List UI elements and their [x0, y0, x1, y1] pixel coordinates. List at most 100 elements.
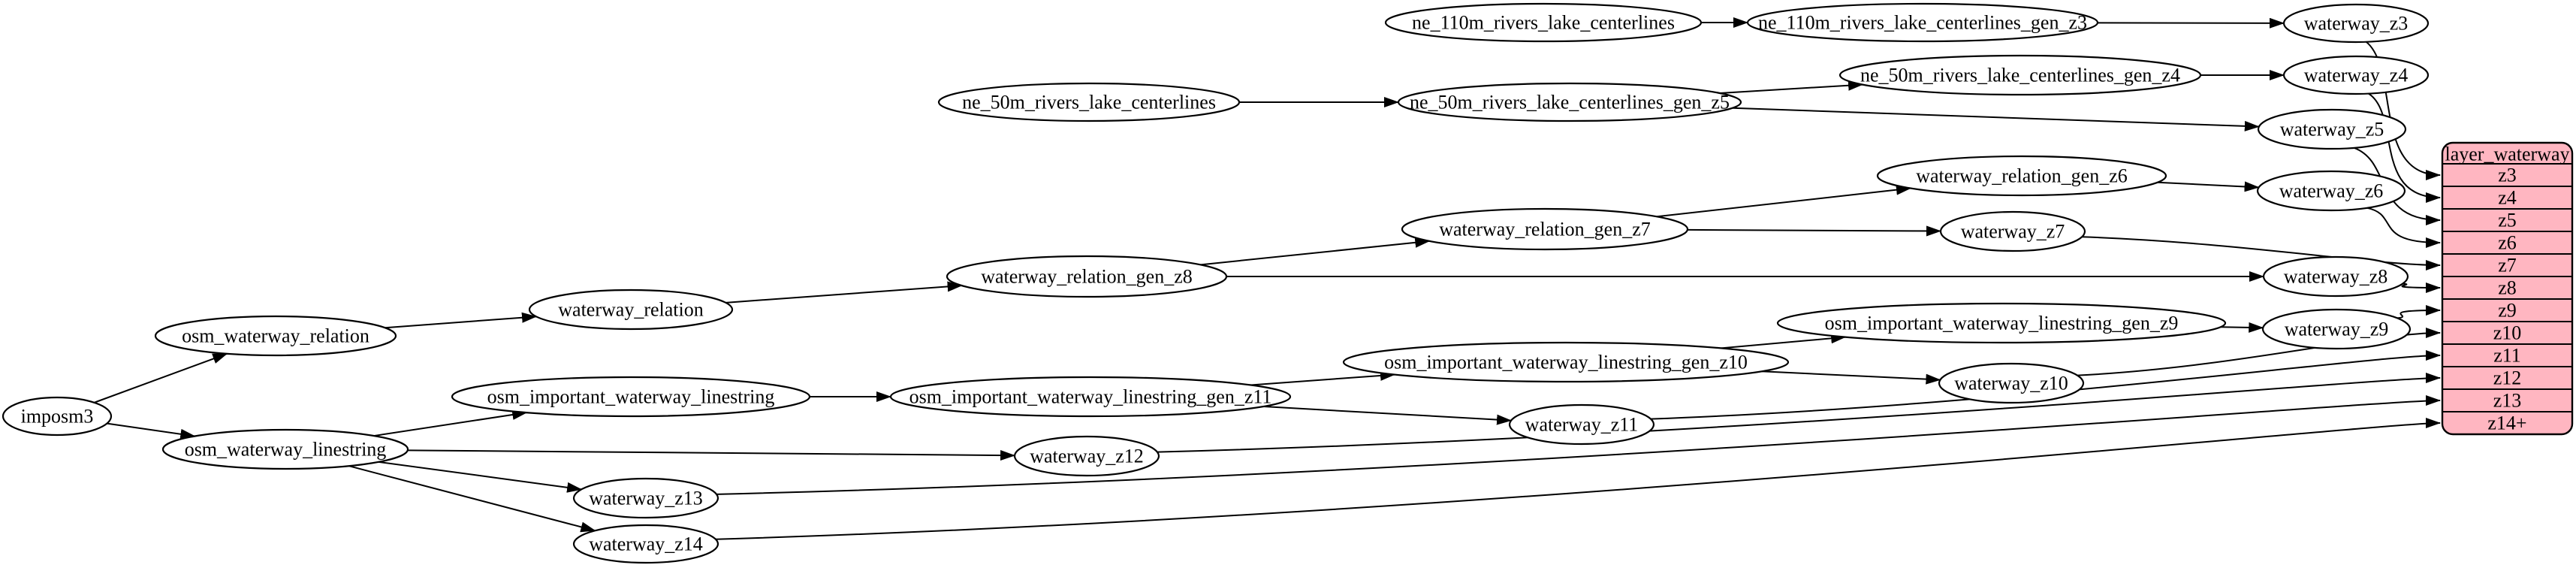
- edge-osm_waterway_linestring-to-waterway_z13: [379, 461, 583, 493]
- node-label-osm_important_waterway_linestring_gen_z9: osm_important_waterway_linestring_gen_z9: [1825, 313, 2179, 334]
- node-label-waterway_z8: waterway_z8: [2284, 266, 2388, 288]
- node-label-ne_50m_rivers_lake_centerlines_gen_z4: ne_50m_rivers_lake_centerlines_gen_z4: [1860, 65, 2180, 86]
- node-waterway_z13: [572, 477, 719, 519]
- node-label-waterway_relation_gen_z7: waterway_relation_gen_z7: [1439, 219, 1651, 240]
- node-osm_waterway_relation: [154, 315, 397, 357]
- node-label-osm_waterway_linestring: osm_waterway_linestring: [185, 439, 387, 461]
- node-label-ne_110m_rivers_lake_centerlines: ne_110m_rivers_lake_centerlines: [1412, 12, 1675, 34]
- edge-waterway_z9-to-row-z9: [2397, 305, 2441, 319]
- node-label-waterway_relation_gen_z6: waterway_relation_gen_z6: [1916, 165, 2128, 187]
- node-label-osm_important_waterway_linestring_gen_z10: osm_important_waterway_linestring_gen_z1…: [1384, 352, 1748, 373]
- table-row-z6: z6: [2498, 232, 2517, 254]
- node-waterway_relation: [528, 289, 734, 331]
- node-label-osm_important_waterway_linestring: osm_important_waterway_linestring: [487, 386, 775, 408]
- node-osm_important_waterway_linestring_gen_z10: [1342, 341, 1790, 383]
- node-waterway_relation_gen_z8: [946, 255, 1228, 298]
- node-waterway_relation_gen_z6: [1876, 155, 2167, 197]
- node-label-waterway_z3: waterway_z3: [2304, 13, 2409, 35]
- table-row-z12: z12: [2493, 367, 2522, 389]
- edge-waterway_relation_gen_z7-to-waterway_relation_gen_z6: [1657, 184, 1911, 218]
- node-osm_waterway_linestring: [161, 428, 409, 470]
- node-ne_50m_rivers_lake_centerlines: [937, 82, 1241, 122]
- edge-osm_waterway_linestring-to-waterway_z12: [407, 449, 1016, 461]
- node-waterway_z3: [2282, 3, 2430, 44]
- node-waterway_z14: [572, 524, 719, 564]
- edge-imposm3-to-osm_waterway_linestring: [107, 422, 196, 440]
- node-ne_110m_rivers_lake_centerlines_gen_z3: [1746, 2, 2099, 43]
- node-label-ne_110m_rivers_lake_centerlines_gen_z3: ne_110m_rivers_lake_centerlines_gen_z3: [1758, 12, 2087, 34]
- node-ne_110m_rivers_lake_centerlines: [1384, 2, 1703, 43]
- edge-osm_waterway_relation-to-waterway_relation: [385, 312, 537, 329]
- node-waterway_z8: [2262, 255, 2409, 298]
- table-row-z13: z13: [2493, 390, 2522, 412]
- table-title: layer_waterway: [2445, 144, 2569, 165]
- node-waterway_z9: [2261, 308, 2412, 350]
- node-label-waterway_z9: waterway_z9: [2285, 319, 2389, 340]
- node-label-waterway_z13: waterway_z13: [589, 488, 703, 509]
- node-label-osm_waterway_relation: osm_waterway_relation: [182, 325, 370, 347]
- node-osm_important_waterway_linestring_gen_z9: [1776, 302, 2227, 344]
- node-label-waterway_z7: waterway_z7: [1961, 221, 2065, 243]
- edge-waterway_relation-to-waterway_relation_gen_z8: [725, 281, 963, 304]
- edge-waterway_z13-to-row-z13: [716, 395, 2441, 495]
- edge-waterway_z14-to-row-z14+: [715, 418, 2441, 540]
- table-row-z3: z3: [2498, 165, 2517, 186]
- node-osm_important_waterway_linestring: [451, 376, 811, 418]
- node-ne_50m_rivers_lake_centerlines_gen_z5: [1397, 82, 1742, 122]
- node-label-ne_50m_rivers_lake_centerlines: ne_50m_rivers_lake_centerlines: [962, 92, 1216, 113]
- edge-osm_important_waterway_linestring_gen_z9-to-waterway_z9: [2220, 322, 2264, 333]
- table-row-z4: z4: [2498, 187, 2517, 209]
- edge-ne_50m_rivers_lake_centerlines_gen_z5-to-waterway_z5: [1732, 107, 2260, 131]
- table-row-z8: z8: [2498, 277, 2517, 299]
- edge-waterway_relation_gen_z6-to-waterway_z6: [2157, 181, 2260, 192]
- edge-waterway_z7-to-row-z7: [2082, 236, 2441, 270]
- edge-waterway_z10-to-row-z10: [2077, 328, 2441, 376]
- edge-osm_waterway_linestring-to-osm_important_waterway_linestring: [373, 409, 528, 437]
- node-label-waterway_z6: waterway_z6: [2279, 180, 2384, 202]
- node-imposm3: [2, 396, 113, 437]
- table-row-z10: z10: [2493, 322, 2522, 344]
- edge-waterway_z12-to-row-z12: [1157, 373, 2441, 453]
- table-row-z9: z9: [2498, 300, 2517, 322]
- table-row-z14+: z14+: [2487, 412, 2526, 434]
- edge-osm_important_waterway_linestring_gen_z10-to-osm_important_waterway_linestring_gen_z9: [1721, 333, 1847, 349]
- edge-waterway_z4-to-row-z4: [2368, 92, 2441, 203]
- node-label-waterway_z11: waterway_z11: [1525, 414, 1639, 436]
- node-label-osm_important_waterway_linestring_gen_z11: osm_important_waterway_linestring_gen_z1…: [909, 386, 1272, 408]
- table-row-z5: z5: [2498, 210, 2517, 231]
- node-waterway_z11: [1508, 403, 1655, 446]
- edge-waterway_relation_gen_z7-to-waterway_z7: [1687, 225, 1942, 237]
- node-label-ne_50m_rivers_lake_centerlines_gen_z5: ne_50m_rivers_lake_centerlines_gen_z5: [1410, 92, 1730, 113]
- node-osm_important_waterway_linestring_gen_z11: [889, 376, 1292, 418]
- node-label-waterway_relation_gen_z8: waterway_relation_gen_z8: [981, 266, 1193, 288]
- table-row-z7: z7: [2498, 255, 2517, 276]
- edge-imposm3-to-osm_waterway_relation: [94, 352, 228, 403]
- node-label-waterway_z14: waterway_z14: [589, 533, 703, 555]
- node-label-waterway_relation: waterway_relation: [558, 299, 703, 321]
- node-waterway_z6: [2256, 170, 2406, 212]
- node-label-waterway_z10: waterway_z10: [1954, 373, 2068, 394]
- edge-osm_important_waterway_linestring_gen_z10-to-waterway_z10: [1761, 370, 1941, 385]
- node-label-waterway_z4: waterway_z4: [2304, 65, 2409, 86]
- edge-ne_50m_rivers_lake_centerlines_gen_z5-to-ne_50m_rivers_lake_centerlines_gen_z4: [1719, 80, 1864, 94]
- edge-waterway_z11-to-row-z11: [1650, 350, 2441, 420]
- edge-waterway_z6-to-row-z6: [2366, 207, 2441, 248]
- edge-osm_important_waterway_linestring_gen_z11-to-waterway_z11: [1263, 406, 1513, 425]
- table-row-z11: z11: [2493, 345, 2521, 367]
- node-label-waterway_z12: waterway_z12: [1030, 446, 1144, 467]
- edge-waterway_relation_gen_z8-to-waterway_relation_gen_z7: [1200, 237, 1431, 266]
- edge-waterway_z8-to-row-z8: [2401, 282, 2441, 293]
- node-ne_50m_rivers_lake_centerlines_gen_z4: [1838, 54, 2202, 96]
- node-waterway_z12: [1013, 435, 1160, 477]
- edge-osm_waterway_linestring-to-waterway_z14: [348, 465, 596, 533]
- node-waterway_z10: [1938, 362, 2085, 404]
- node-waterway_z7: [1939, 210, 2086, 252]
- node-waterway_z4: [2282, 55, 2430, 95]
- node-label-waterway_z5: waterway_z5: [2280, 119, 2384, 140]
- edge-osm_important_waterway_linestring_gen_z11-to-osm_important_waterway_linestring_gen_z10: [1250, 370, 1395, 386]
- table-layer-waterway: [2441, 141, 2574, 436]
- node-label-imposm3: imposm3: [21, 406, 94, 428]
- node-waterway_relation_gen_z7: [1401, 207, 1689, 251]
